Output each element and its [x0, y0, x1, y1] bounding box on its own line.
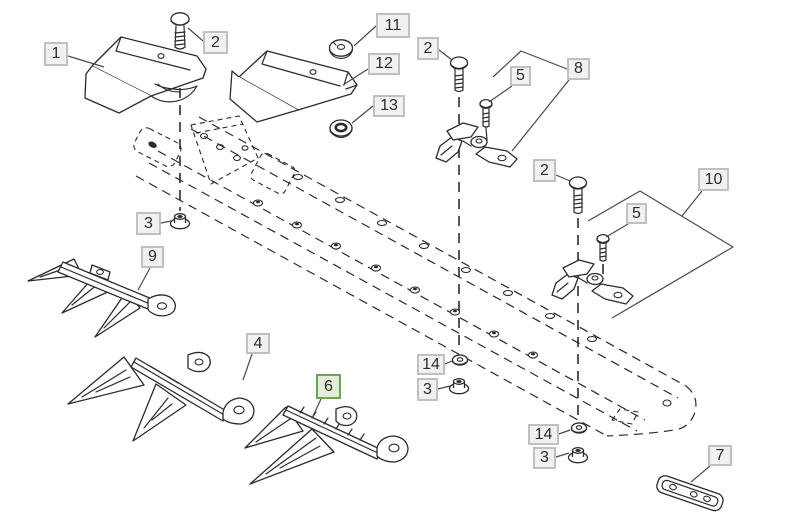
washer-14b: [570, 422, 588, 434]
callout-2-low[interactable]: 2: [533, 159, 556, 182]
hold-down-clamp-part-12: [229, 50, 358, 123]
carriage-bolt-2b: [449, 56, 469, 93]
clip-bolt-5a: [479, 98, 493, 128]
flange-nut-3b: [448, 378, 470, 395]
washer-14a: [451, 354, 469, 366]
callout-9[interactable]: 9: [141, 246, 164, 268]
clip-bolt-5b: [596, 233, 610, 262]
callout-8[interactable]: 8: [567, 58, 590, 80]
knife-guard-part-4: [67, 351, 255, 442]
callout-10[interactable]: 10: [698, 168, 729, 191]
lock-washer-11: [328, 39, 354, 60]
callout-13[interactable]: 13: [373, 95, 405, 117]
cutter-bar-phantom: [133, 115, 697, 437]
rivet-row: [252, 199, 539, 359]
wear-plate-part-7: [656, 475, 724, 512]
flange-nut-3c: [567, 447, 589, 464]
knife-clip-10: [551, 259, 634, 305]
callout-1[interactable]: 1: [44, 42, 68, 66]
callout-14-lower[interactable]: 14: [528, 424, 559, 445]
flange-nut-3a: [169, 213, 191, 230]
carriage-bolt-2c: [568, 176, 588, 215]
leader-lines: [67, 25, 734, 483]
callout-2-top[interactable]: 2: [203, 31, 228, 54]
callout-2-mid[interactable]: 2: [417, 37, 439, 60]
knife-guard-part-9: [27, 258, 176, 338]
callout-5-low[interactable]: 5: [626, 203, 647, 224]
callout-11[interactable]: 11: [376, 13, 410, 38]
callout-5-top[interactable]: 5: [510, 66, 531, 86]
flat-washer-13: [329, 119, 353, 139]
knife-clip-8: [435, 122, 518, 168]
callout-4[interactable]: 4: [246, 333, 270, 354]
callout-12[interactable]: 12: [368, 53, 400, 75]
knife-guard-part-6: [244, 405, 409, 485]
callout-3-left[interactable]: 3: [136, 212, 161, 235]
callout-3-mid[interactable]: 3: [417, 378, 438, 401]
carriage-bolt-2a: [170, 12, 190, 50]
callout-3-low[interactable]: 3: [533, 447, 556, 469]
callout-6-highlighted[interactable]: 6: [316, 374, 341, 399]
callout-7[interactable]: 7: [708, 445, 732, 466]
callout-14-upper[interactable]: 14: [417, 354, 445, 375]
hold-down-clamp-part-1: [84, 36, 207, 114]
